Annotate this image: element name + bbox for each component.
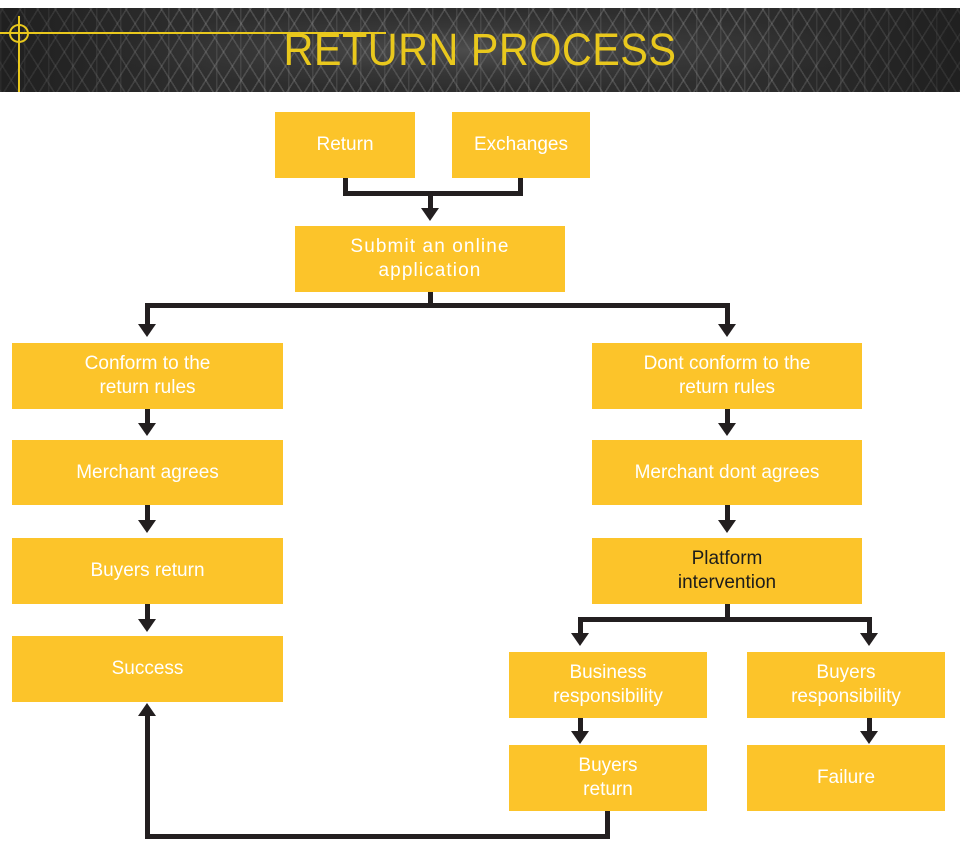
edge-merchant-dont-agrees-to-platform [725, 505, 730, 521]
edge-exchanges-to-merge [518, 178, 523, 196]
arrow-down-icon-to-failure [860, 731, 878, 744]
page-header: RETURN PROCESS [0, 8, 960, 92]
node-success[interactable]: Success [12, 636, 283, 702]
arrow-down-icon-to-buyers-responsibility [860, 633, 878, 646]
edge-platform-split-bar [578, 617, 872, 622]
arrow-down-icon-to-merchant-dont-agrees [718, 423, 736, 436]
arrow-down-icon-to-merchant-agrees [138, 423, 156, 436]
node-business-responsibility[interactable]: Business responsibility [509, 652, 707, 718]
arrow-down-icon-to-buyers-return-left [138, 520, 156, 533]
edge-platform-to-split [725, 604, 730, 620]
node-exchanges[interactable]: Exchanges [452, 112, 590, 178]
edge-buyers-responsibility-to-failure [867, 718, 872, 732]
header-decoration-horizontal-line [0, 32, 386, 34]
node-failure[interactable]: Failure [747, 745, 945, 811]
edge-loop-up-to-success [145, 716, 150, 836]
arrow-down-icon-to-submit [421, 208, 439, 221]
edge-platform-split-right-drop [867, 617, 872, 634]
header-decoration-vertical-line [18, 16, 20, 92]
edge-loop-down-from-buyers-return-right [605, 811, 610, 839]
node-buyers-responsibility[interactable]: Buyers responsibility [747, 652, 945, 718]
edge-merge-bar-top [343, 191, 523, 196]
node-merchant-agrees[interactable]: Merchant agrees [12, 440, 283, 505]
arrow-down-icon-to-business-responsibility [571, 633, 589, 646]
node-buyers-return-right[interactable]: Buyers return [509, 745, 707, 811]
edge-submit-to-split [428, 292, 433, 308]
arrow-down-icon-to-conform [138, 324, 156, 337]
edge-conform-to-merchant-agrees [145, 409, 150, 424]
arrow-down-icon-to-dont-conform [718, 324, 736, 337]
arrow-down-icon-to-success [138, 619, 156, 632]
edge-merge-to-submit [428, 191, 433, 210]
node-buyers-return-left[interactable]: Buyers return [12, 538, 283, 604]
node-conform-to-the-return-rules[interactable]: Conform to the return rules [12, 343, 283, 409]
edge-buyers-return-to-success [145, 604, 150, 620]
header-vignette [0, 8, 960, 92]
edge-merchant-agrees-to-buyers-return [145, 505, 150, 521]
edge-dont-conform-to-merchant-dont-agrees [725, 409, 730, 424]
arrow-down-icon-to-platform [718, 520, 736, 533]
edge-loop-horizontal [145, 834, 610, 839]
node-platform-intervention[interactable]: Platform intervention [592, 538, 862, 604]
node-return[interactable]: Return [275, 112, 415, 178]
page-title: RETURN PROCESS [283, 24, 677, 75]
edge-return-to-merge [343, 178, 348, 196]
node-dont-conform-to-the-return-rules[interactable]: Dont conform to the return rules [592, 343, 862, 409]
node-submit-an-online-application[interactable]: Submit an online application [295, 226, 565, 292]
edge-split-bar-main [145, 303, 730, 308]
edge-business-responsibility-to-buyers-return [578, 718, 583, 732]
node-merchant-dont-agrees[interactable]: Merchant dont agrees [592, 440, 862, 505]
header-decoration-circle-icon [9, 24, 29, 43]
arrow-up-icon-to-success [138, 703, 156, 716]
edge-platform-split-left-drop [578, 617, 583, 634]
edge-split-right-drop [725, 303, 730, 325]
arrow-down-icon-to-buyers-return-right [571, 731, 589, 744]
edge-split-left-drop [145, 303, 150, 325]
